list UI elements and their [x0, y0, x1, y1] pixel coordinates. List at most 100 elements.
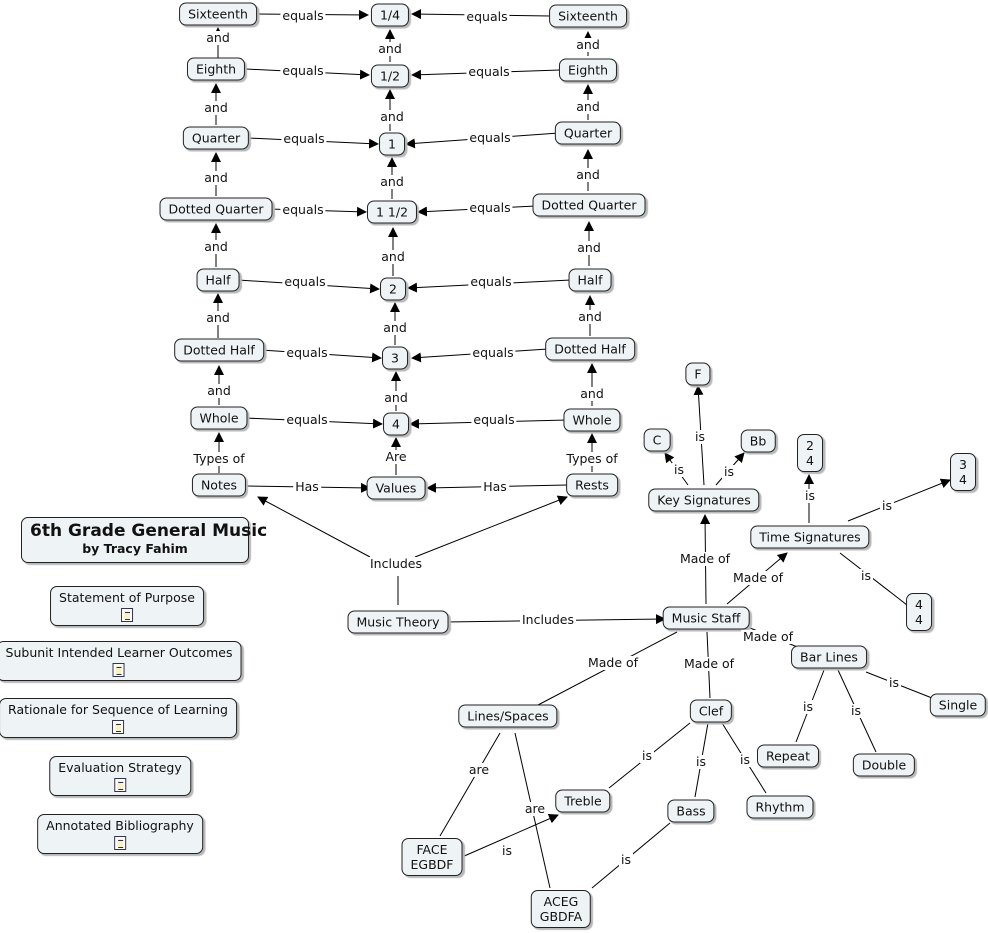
node-bar-repeat[interactable]: Repeat	[756, 744, 820, 768]
node-eighth-rest[interactable]: Eighth	[558, 58, 618, 82]
link-label-is: is	[722, 464, 736, 479]
link-label-is: is	[880, 498, 894, 513]
link-label-is: is	[801, 699, 815, 714]
link-label-is: is	[694, 754, 708, 769]
node-bar-single[interactable]: Single	[929, 693, 987, 717]
node-key-signatures[interactable]: Key Signatures	[648, 488, 760, 512]
document-icon[interactable]	[112, 720, 124, 734]
link-label-equals: equals	[280, 63, 326, 78]
node-dotted-half-rest[interactable]: Dotted Half	[545, 337, 635, 361]
node-value-one-half[interactable]: 1 1/2	[366, 200, 418, 224]
node-line-2: EGBDF	[410, 857, 454, 872]
link-label-includes: Includes	[519, 612, 577, 627]
node-value-quarter[interactable]: 1/4	[370, 3, 410, 27]
resource-rationale[interactable]: Rationale for Sequence of Learning	[0, 698, 237, 738]
node-key-c[interactable]: C	[643, 428, 671, 452]
node-whole-rest[interactable]: Whole	[563, 408, 621, 432]
node-line-2: GBDFA	[539, 909, 583, 924]
node-key-f[interactable]: F	[685, 362, 711, 386]
link-label-made-of: Made of	[740, 629, 796, 644]
node-value-four[interactable]: 4	[383, 412, 409, 436]
link-label-are: are	[522, 801, 548, 816]
node-sixteenth-note[interactable]: Sixteenth	[179, 2, 257, 26]
node-sixteenth-rest[interactable]: Sixteenth	[549, 4, 627, 28]
link-label-and: and	[202, 239, 230, 254]
link-label-types-of: Types of	[564, 451, 620, 466]
node-rests[interactable]: Rests	[566, 473, 618, 497]
link-label-is: is	[859, 568, 873, 583]
link-label-and: and	[574, 37, 602, 52]
node-dotted-quarter-note[interactable]: Dotted Quarter	[159, 197, 273, 221]
node-clef[interactable]: Clef	[689, 699, 733, 723]
link-label-equals: equals	[467, 200, 513, 215]
link-label-equals: equals	[468, 274, 514, 289]
node-bar-double[interactable]: Double	[852, 753, 916, 777]
link-label-and: and	[574, 99, 602, 114]
link-label-and: and	[378, 174, 406, 189]
node-bar-lines[interactable]: Bar Lines	[791, 645, 867, 669]
link-label-equals: equals	[284, 345, 330, 360]
link-label-and: and	[381, 320, 409, 335]
link-label-is: is	[887, 675, 901, 690]
node-time-signatures[interactable]: Time Signatures	[750, 525, 870, 549]
title-main: 6th Grade General Music	[30, 521, 268, 541]
resource-annotated-bibliography[interactable]: Annotated Bibliography	[37, 814, 203, 854]
link-label-and: and	[202, 170, 230, 185]
time-top-digit: 3	[959, 457, 967, 472]
time-bottom-digit: 4	[915, 612, 923, 627]
link-label-is: is	[619, 852, 633, 867]
title-author: by Tracy Fahim	[82, 541, 188, 556]
node-value-three[interactable]: 3	[382, 346, 408, 370]
link-label-and: and	[576, 309, 604, 324]
node-line-1: ACEG	[543, 894, 579, 909]
node-dotted-quarter-rest[interactable]: Dotted Quarter	[532, 193, 646, 217]
node-clef-rhythm[interactable]: Rhythm	[746, 795, 814, 819]
link-label-are: Are	[383, 449, 409, 464]
node-line-1: FACE	[416, 842, 448, 857]
node-music-theory[interactable]: Music Theory	[347, 610, 449, 634]
node-quarter-rest[interactable]: Quarter	[554, 121, 622, 145]
node-values[interactable]: Values	[366, 476, 426, 500]
document-icon[interactable]	[121, 608, 133, 622]
resource-statement-of-purpose[interactable]: Statement of Purpose	[50, 586, 204, 626]
node-music-staff[interactable]: Music Staff	[662, 606, 750, 630]
node-clef-treble[interactable]: Treble	[555, 789, 611, 813]
node-value-half[interactable]: 1/2	[370, 64, 410, 88]
node-quarter-note[interactable]: Quarter	[182, 126, 250, 150]
node-value-two[interactable]: 2	[380, 277, 406, 301]
link-label-and: and	[376, 41, 404, 56]
resource-label: Statement of Purpose	[59, 590, 195, 605]
link-label-is: is	[849, 703, 863, 718]
link-label-equals: equals	[284, 412, 330, 427]
document-icon[interactable]	[112, 663, 125, 677]
resource-evaluation-strategy[interactable]: Evaluation Strategy	[49, 756, 191, 796]
node-whole-note[interactable]: Whole	[190, 406, 248, 430]
link-label-made-of: Made of	[681, 656, 737, 671]
link-label-equals: equals	[280, 8, 326, 23]
document-icon[interactable]	[114, 778, 126, 792]
node-half-rest[interactable]: Half	[568, 268, 612, 292]
link-label-and: and	[574, 167, 602, 182]
document-icon[interactable]	[113, 836, 126, 850]
resource-label: Subunit Intended Learner Outcomes	[5, 645, 233, 660]
node-dotted-half-note[interactable]: Dotted Half	[174, 338, 264, 362]
node-value-one[interactable]: 1	[379, 132, 405, 156]
resource-label: Annotated Bibliography	[46, 818, 194, 833]
node-key-bb[interactable]: Bb	[740, 429, 776, 453]
node-notes[interactable]: Notes	[191, 473, 247, 497]
resource-label: Evaluation Strategy	[58, 760, 182, 775]
node-eighth-note[interactable]: Eighth	[186, 57, 246, 81]
link-label-made-of: Made of	[677, 551, 733, 566]
node-half-note[interactable]: Half	[196, 268, 240, 292]
time-top-digit: 4	[915, 597, 923, 612]
map-title: 6th Grade General Music by Tracy Fahim	[21, 517, 267, 563]
node-clef-bass[interactable]: Bass	[667, 799, 715, 823]
resource-learner-outcomes[interactable]: Subunit Intended Learner Outcomes	[0, 641, 242, 681]
link-label-types-of: Types of	[191, 451, 247, 466]
node-lines-spaces[interactable]: Lines/Spaces	[458, 704, 558, 728]
